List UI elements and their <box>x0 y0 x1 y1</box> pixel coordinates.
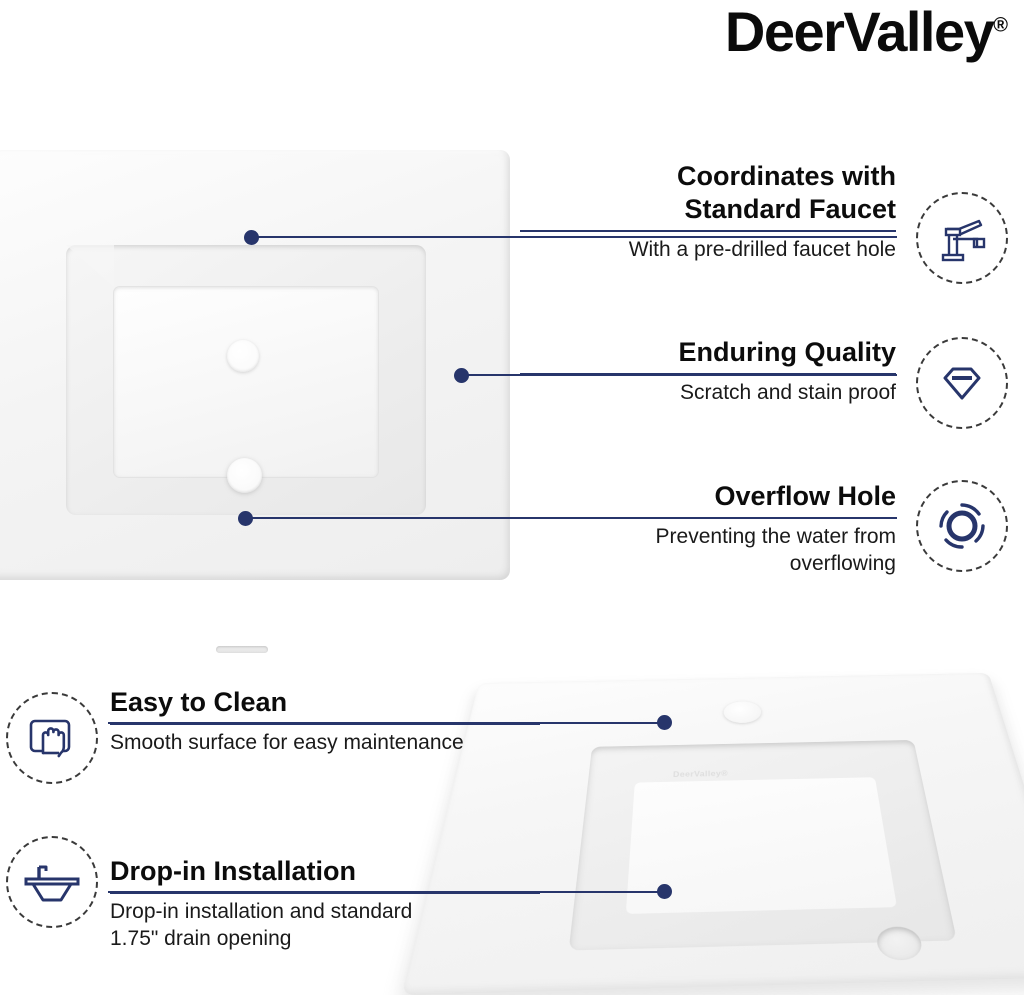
feature-coordinates-with-standard-faucet: Coordinates with Standard Faucet With a … <box>520 160 896 264</box>
faucet-icon <box>941 219 986 262</box>
sink-basin-icon-badge <box>6 836 98 928</box>
faucet-hole-angled <box>723 701 762 724</box>
sink-angled-view-image: DeerValley® <box>401 672 1024 995</box>
feature-title: Enduring Quality <box>678 337 896 367</box>
hand-wipe-icon <box>29 719 71 758</box>
sink-top-view-image <box>0 150 510 653</box>
feature-divider <box>520 516 896 519</box>
feature-title: Overflow Hole <box>714 481 896 511</box>
sink-basin-floor <box>114 287 378 477</box>
feature-overflow-hole: Overflow Hole Preventing the water from … <box>520 480 896 577</box>
feature-title: Easy to Clean <box>110 687 288 717</box>
callout-dot-drop-in <box>657 884 672 899</box>
feature-enduring-quality: Enduring Quality Scratch and stain proof <box>520 336 896 407</box>
callout-dot-overflow <box>238 511 253 526</box>
callout-line-faucet <box>252 236 897 238</box>
faucet-hole <box>227 340 259 372</box>
feature-easy-to-clean: Easy to Clean Smooth surface for easy ma… <box>110 686 540 757</box>
registered-trademark-symbol: ® <box>993 14 1008 37</box>
drain-hole-angled <box>874 926 925 961</box>
callout-line-quality <box>462 374 897 376</box>
brand-logo-text: DeerValley <box>724 0 995 63</box>
feature-description: Preventing the water from overflowing <box>655 524 896 575</box>
basin-wall-bevel <box>66 245 114 287</box>
hand-wipe-icon-badge <box>6 692 98 784</box>
feature-divider <box>110 891 540 894</box>
sink-basin-angled <box>568 739 957 961</box>
feature-description: Scratch and stain proof <box>680 380 896 404</box>
feature-drop-in-installation: Drop-in Installation Drop-in installatio… <box>110 855 540 952</box>
drain-ring-icon-badge <box>916 480 1008 572</box>
drain-hole <box>227 458 262 493</box>
feature-divider <box>520 372 896 375</box>
overflow-slot <box>216 646 268 653</box>
feature-description: With a pre-drilled faucet hole <box>628 237 896 261</box>
feature-title: Drop-in Installation <box>110 856 356 886</box>
callout-dot-easy-clean <box>657 715 672 730</box>
feature-divider <box>110 722 540 725</box>
feature-title: Coordinates with Standard Faucet <box>676 161 896 224</box>
embossed-brand-logo: DeerValley® <box>672 769 729 779</box>
drain-ring-icon <box>939 503 985 549</box>
brand-logo: DeerValley® <box>725 4 1008 60</box>
diamond-icon-badge <box>916 337 1008 429</box>
diamond-icon <box>943 367 981 400</box>
faucet-icon-badge <box>916 192 1008 284</box>
feature-description: Drop-in installation and standard 1.75" … <box>110 899 413 950</box>
callout-dot-faucet <box>244 230 259 245</box>
callout-dot-quality <box>454 368 469 383</box>
feature-description: Smooth surface for easy maintenance <box>110 730 464 754</box>
feature-divider <box>520 229 896 232</box>
sink-basin-icon <box>24 865 80 902</box>
